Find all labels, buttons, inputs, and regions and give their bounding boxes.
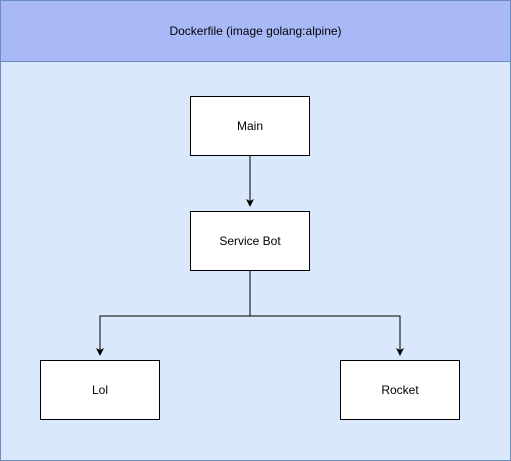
node-rocket-label: Rocket (381, 383, 419, 397)
node-lol: Lol (40, 360, 160, 420)
node-main: Main (190, 96, 310, 156)
node-main-label: Main (236, 119, 263, 133)
node-service-bot-label: Service Bot (219, 234, 281, 248)
node-rocket: Rocket (340, 360, 460, 420)
node-service-bot: Service Bot (190, 211, 310, 271)
container-title: Dockerfile (image golang:alpine) (1, 1, 510, 62)
node-lol-label: Lol (91, 383, 108, 397)
